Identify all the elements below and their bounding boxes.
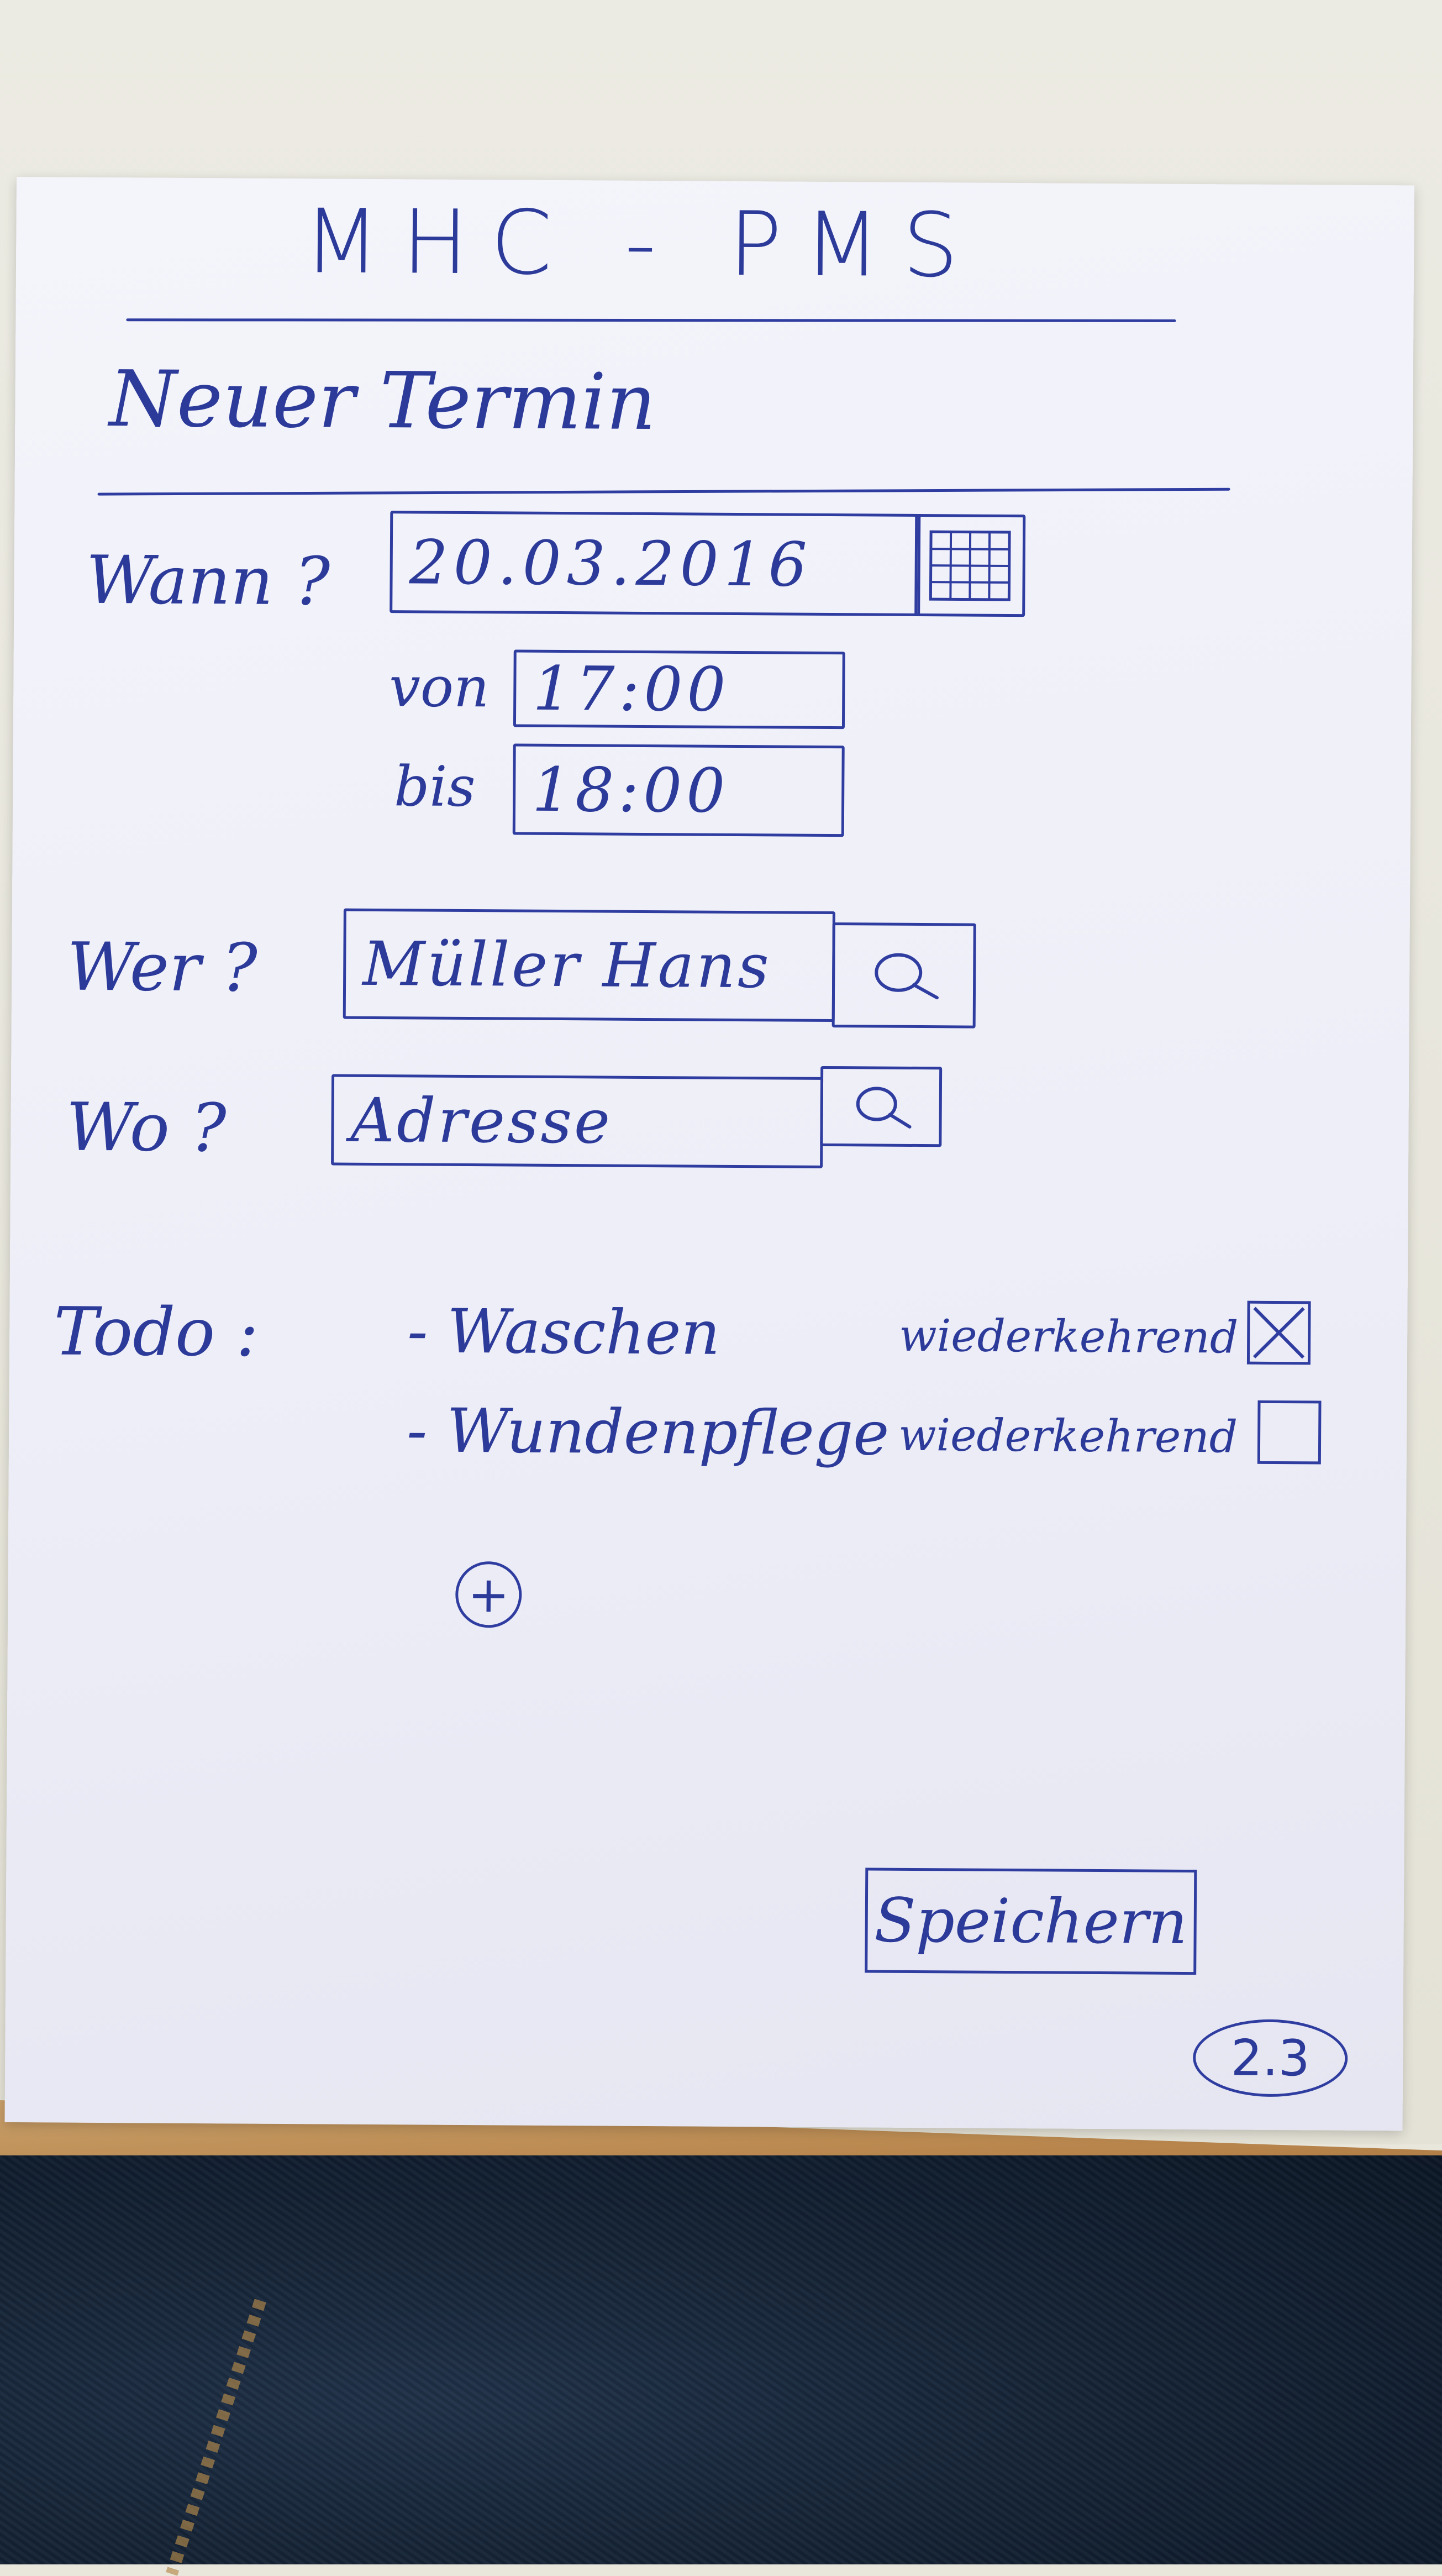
from-time-field[interactable]: 17:00	[513, 649, 845, 730]
when-label: Wann ?	[86, 542, 330, 621]
search-icon	[856, 1087, 912, 1129]
header-divider	[126, 318, 1176, 322]
todo-item-text: - Wundenpflege	[406, 1395, 890, 1469]
todo-item-recurring-checkbox[interactable]	[1246, 1300, 1311, 1365]
todo-item-recurring-label: wiederkehrend	[898, 1409, 1238, 1463]
address-field[interactable]: Adresse	[331, 1074, 824, 1168]
calendar-button[interactable]	[914, 513, 1026, 617]
patient-search-button[interactable]	[831, 922, 976, 1029]
save-button[interactable]: Speichern	[865, 1867, 1197, 1975]
add-todo-button[interactable]: +	[455, 1561, 522, 1628]
todo-item-recurring-checkbox[interactable]	[1257, 1400, 1322, 1465]
check-x-icon	[1252, 1307, 1305, 1359]
calendar-icon	[929, 530, 1011, 601]
todo-label: Todo :	[53, 1293, 259, 1372]
search-icon	[875, 953, 939, 1000]
title-divider	[97, 487, 1230, 496]
to-time-field[interactable]: 18:00	[512, 743, 845, 837]
fabric-background	[0, 2155, 1442, 2564]
plus-icon: +	[467, 1565, 510, 1624]
sketch-paper: MHC - PMS Neuer Termin Wann ? 20.03.2016…	[4, 177, 1414, 2131]
app-title: MHC - PMS	[303, 190, 981, 297]
from-label: von	[389, 654, 490, 720]
where-label: Wo ?	[66, 1089, 227, 1167]
todo-item-recurring-label: wiederkehrend	[898, 1309, 1239, 1363]
patient-field[interactable]: Müller Hans	[343, 908, 835, 1022]
who-label: Wer ?	[66, 928, 258, 1007]
date-field[interactable]: 20.03.2016	[390, 511, 921, 617]
address-search-button[interactable]	[820, 1066, 943, 1147]
to-label: bis	[393, 754, 476, 820]
screen-title: Neuer Termin	[109, 354, 656, 448]
todo-item: - Waschen wiederkehrend	[17, 177, 1414, 1368]
page-number-badge: 2.3	[1192, 2019, 1348, 2097]
todo-item-text: - Waschen	[407, 1295, 720, 1368]
